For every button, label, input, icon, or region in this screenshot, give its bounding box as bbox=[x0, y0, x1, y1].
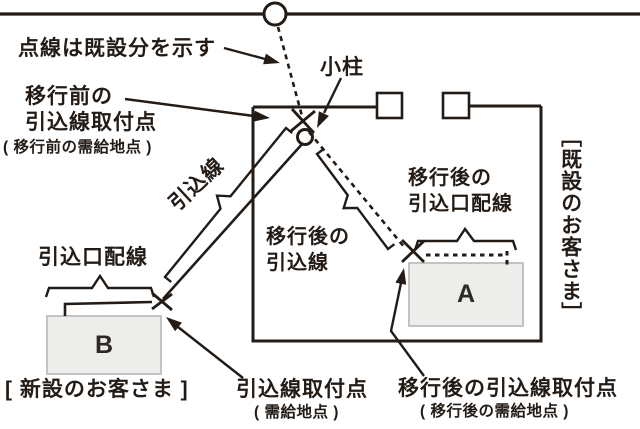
customer-box-a-label: A bbox=[456, 280, 476, 308]
dotted-note-arrow-shaft bbox=[223, 46, 266, 61]
small-pole-arrowhead-icon bbox=[317, 111, 329, 128]
customer-box-b: B bbox=[46, 315, 162, 375]
new-customer-label: [ 新設のお客さま ] bbox=[5, 378, 189, 401]
attach-b-arrowhead-icon bbox=[166, 317, 182, 332]
meter-box-square-right bbox=[441, 91, 471, 120]
old-attachment-x-icon bbox=[290, 108, 316, 134]
existing-service-drop-dashed bbox=[276, 26, 304, 117]
attach-point-b-sub: ( 需給地点 ) bbox=[254, 404, 339, 421]
existing-customer-label: ［既設のお客さま］ bbox=[558, 126, 582, 324]
before-move-attach-label: 移行前の 引込線取付点 bbox=[25, 84, 157, 135]
entrance-wiring-b-label: 引込口配線 bbox=[38, 246, 148, 269]
dotted-line-legend: 点線は既設分を示す bbox=[18, 37, 216, 60]
arrowheads bbox=[166, 53, 407, 332]
before-move-line1: 移行前の bbox=[25, 85, 113, 108]
after-entrance-label: 移行後の 引込口配線 bbox=[408, 166, 513, 217]
entrance-wiring-b-line bbox=[63, 300, 153, 316]
attach-point-a-label: 移行後の引込線取付点 bbox=[398, 377, 618, 400]
before-move-line2: 引込線取付点 bbox=[25, 110, 157, 134]
after-wire-line2: 引込線 bbox=[266, 251, 329, 274]
after-entrance-line2: 引込口配線 bbox=[408, 192, 513, 215]
utility-pole-node-icon bbox=[262, 1, 288, 27]
customer-box-b-label: B bbox=[94, 330, 114, 359]
small-pole-arrow-shaft bbox=[322, 77, 343, 114]
small-pole-label: 小柱 bbox=[320, 56, 364, 79]
service-wire-brace bbox=[163, 126, 293, 283]
customer-box-a: A bbox=[408, 262, 524, 327]
after-wire-line1: 移行後の bbox=[266, 226, 350, 248]
new-attachment-x-a-icon bbox=[401, 239, 425, 264]
service-wire-to-b bbox=[162, 142, 304, 300]
attachment-x-b-icon bbox=[151, 291, 173, 312]
after-entrance-line1: 移行後の bbox=[408, 167, 492, 189]
before-point-arrow-shaft bbox=[124, 97, 255, 118]
after-wire-brace bbox=[315, 148, 396, 251]
meter-box-square-left bbox=[375, 91, 404, 120]
attach-a-arrowhead-icon bbox=[395, 268, 407, 285]
annotation-arrows bbox=[124, 46, 425, 379]
attach-point-b-label: 引込線取付点 bbox=[236, 378, 368, 401]
after-entrance-brace bbox=[413, 226, 518, 251]
entrance-b-brace bbox=[44, 273, 156, 298]
before-point-arrowhead-icon bbox=[253, 110, 270, 122]
attach-b-arrow-shaft bbox=[177, 326, 244, 379]
wire-to-a-dashed bbox=[307, 131, 407, 249]
attach-a-arrow-shaft bbox=[389, 282, 425, 377]
after-wire-label: 移行後の 引込線 bbox=[266, 225, 350, 276]
attach-point-a-sub: ( 移行後の需給地点 ) bbox=[420, 403, 569, 420]
dotted-note-arrowhead-icon bbox=[263, 53, 280, 65]
before-move-attach-sub: ( 移行前の需給地点 ) bbox=[3, 139, 152, 156]
